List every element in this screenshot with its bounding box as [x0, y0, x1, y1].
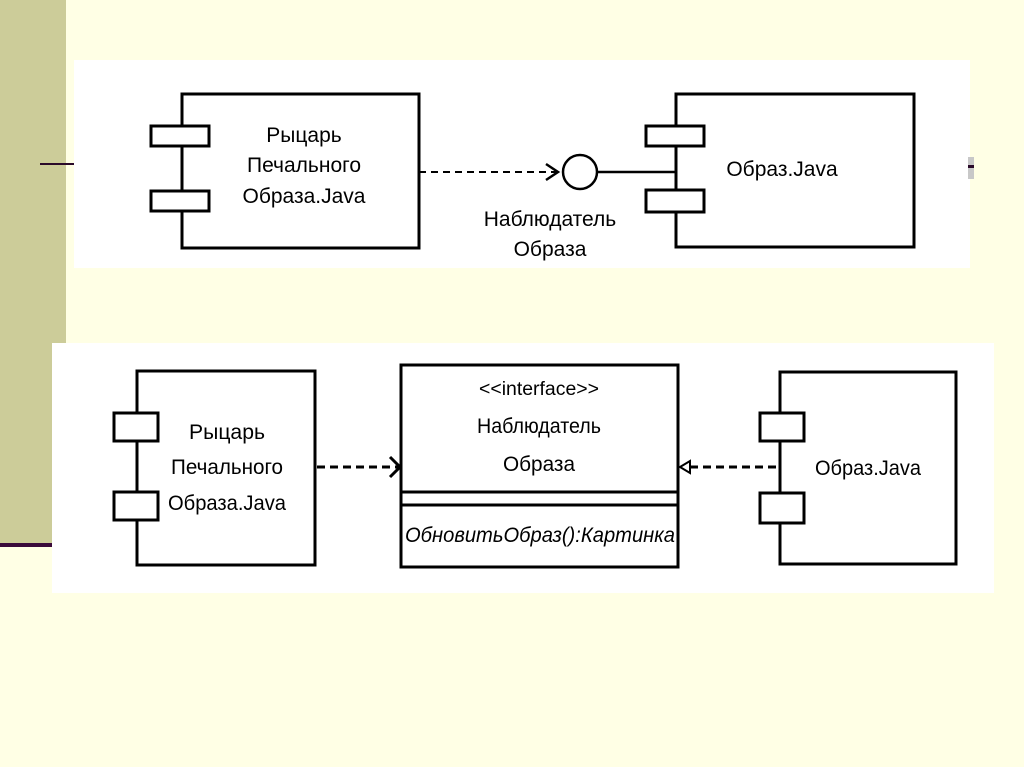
component-port-icon	[149, 124, 211, 148]
component-label-line: Печального	[171, 456, 283, 479]
class-name-line: Образа	[503, 453, 575, 476]
component-knight-bottom: Рыцарь Печального Образа.Java	[112, 369, 317, 567]
diagram-top-panel: Рыцарь Печального Образа.Java Наблюдател…	[74, 60, 970, 268]
component-image-top: Образ.Java	[644, 92, 916, 249]
component-image-bottom: Образ.Java	[758, 370, 958, 566]
component-label-line: Образ.Java	[815, 457, 921, 480]
component-body	[135, 369, 317, 567]
component-port-icon	[644, 124, 706, 148]
class-box	[399, 363, 680, 569]
class-stereotype: <<interface>>	[479, 379, 599, 400]
component-port-icon	[644, 188, 706, 214]
dependency-arrow-bottom	[317, 455, 403, 479]
slide-accent-rule-bottom	[0, 543, 52, 547]
interface-label-line: Наблюдатель	[484, 208, 617, 231]
component-label-line: Образ.Java	[726, 158, 838, 181]
interface-class: <<interface>> Наблюдатель Образа Обновит…	[399, 363, 680, 569]
component-body	[674, 92, 916, 249]
component-port-icon	[149, 189, 211, 213]
realization-arrow-bottom	[678, 459, 778, 475]
hollow-triangle-icon	[678, 459, 691, 475]
component-port-icon	[758, 491, 806, 525]
slide-accent-rule-right	[968, 157, 974, 179]
component-label-line: Печального	[247, 154, 361, 177]
component-label-line: Образа.Java	[168, 492, 286, 515]
interface-circle-icon	[561, 153, 599, 191]
class-operation: ОбновитьОбраз():Картинка	[405, 524, 675, 547]
component-body	[778, 370, 958, 566]
component-port-icon	[112, 490, 160, 522]
component-port-icon	[758, 411, 806, 443]
interface-lollipop: Наблюдатель Образа	[484, 153, 677, 261]
component-label-line: Образа.Java	[243, 185, 366, 208]
interface-label-line: Образа	[514, 238, 587, 261]
component-label-line: Рыцарь	[266, 124, 341, 147]
arrowhead-icon	[545, 162, 561, 182]
class-name-line: Наблюдатель	[477, 415, 601, 438]
dependency-arrow-top	[419, 162, 561, 182]
component-label-line: Рыцарь	[189, 421, 265, 444]
component-knight-top: Рыцарь Печального Образа.Java	[149, 92, 421, 250]
slide-accent-rule-left	[40, 163, 74, 165]
diagram-bottom-canvas: Рыцарь Печального Образа.Java <<interfac…	[112, 363, 958, 569]
component-port-icon	[112, 411, 160, 443]
diagram-bottom-panel: Рыцарь Печального Образа.Java <<interfac…	[52, 343, 994, 593]
component-body	[180, 92, 421, 250]
diagram-top-canvas: Рыцарь Печального Образа.Java Наблюдател…	[149, 92, 916, 261]
